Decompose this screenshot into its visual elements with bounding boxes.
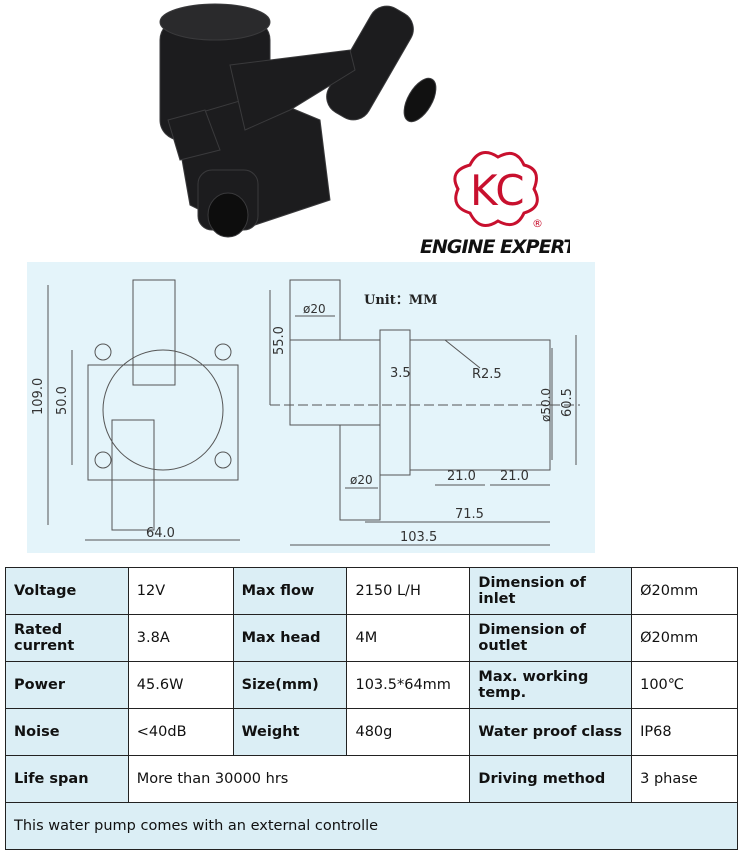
dim-groove-pitch-1: 21.0 (447, 469, 476, 484)
spec-label: Rated current (5, 614, 129, 662)
spec-label: Weight (232, 708, 348, 756)
dim-height-total: 109.0 (31, 378, 46, 415)
spec-label: Dimension of inlet (469, 567, 633, 615)
dim-outlet-to-end: 71.5 (455, 507, 484, 522)
spec-value: <40dB (127, 708, 234, 756)
spec-value: More than 30000 hrs (127, 755, 471, 803)
dim-groove-depth: 3.5 (390, 366, 411, 381)
spec-value: 4M (346, 614, 471, 662)
spec-label: Max head (232, 614, 348, 662)
logo-mark-text: KC (470, 166, 525, 215)
spec-note: This water pump comes with an external c… (5, 802, 738, 850)
spec-label: Max flow (232, 567, 348, 615)
spec-label: Noise (5, 708, 129, 756)
logo-tagline: ENGINE EXPERT (420, 236, 570, 258)
spec-label: Life span (5, 755, 129, 803)
table-row: Power 45.6W Size(mm) 103.5*64mm Max. wor… (5, 661, 738, 709)
dim-outlet-diameter: ø20 (350, 473, 373, 487)
logo-registered: ® (532, 217, 543, 230)
dim-body-diameter: ø50.0 (539, 388, 553, 422)
dim-inlet-height: 55.0 (272, 326, 287, 355)
spec-label: Dimension of outlet (469, 614, 633, 662)
dim-groove-radius: R2.5 (472, 367, 502, 382)
kc-logo: KC ® ENGINE EXPERT (420, 135, 579, 261)
spec-value: 12V (127, 567, 234, 615)
spec-label: Size(mm) (232, 661, 348, 709)
spec-value: 100℃ (631, 661, 738, 709)
table-row: Rated current 3.8A Max head 4M Dimension… (5, 614, 738, 662)
spec-label: Voltage (5, 567, 129, 615)
table-row: This water pump comes with an external c… (5, 802, 738, 850)
table-row: Voltage 12V Max flow 2150 L/H Dimension … (5, 567, 738, 615)
dim-groove-pitch-2: 21.0 (500, 469, 529, 484)
spec-table: Voltage 12V Max flow 2150 L/H Dimension … (5, 567, 738, 850)
pump-photo (159, 3, 437, 238)
spec-value: 103.5*64mm (346, 661, 471, 709)
kc-logo-mark: KC ® ENGINE EXPERT (420, 151, 579, 258)
dim-hole-spacing: 50.0 (55, 386, 70, 415)
spec-label: Power (5, 661, 129, 709)
spec-value: Ø20mm (631, 567, 738, 615)
dim-inlet-diameter: ø20 (303, 302, 326, 316)
dim-total-length: 103.5 (400, 530, 437, 545)
table-row: Noise <40dB Weight 480g Water proof clas… (5, 708, 738, 756)
spec-value: 2150 L/H (346, 567, 471, 615)
spec-label: Water proof class (469, 708, 633, 756)
spec-value: 480g (346, 708, 471, 756)
spec-label: Max. working temp. (469, 661, 633, 709)
spec-value: 3 phase (631, 755, 738, 803)
spec-label: Driving method (469, 755, 633, 803)
technical-drawing: 109.0 50.0 64.0 55.0 ø20 Unit：MM 3.5 R2.… (27, 262, 595, 553)
spec-value: IP68 (631, 708, 738, 756)
dim-flange-height: 60.5 (560, 388, 575, 417)
unit-label: Unit：MM (364, 293, 438, 308)
spec-value: 3.8A (127, 614, 234, 662)
spec-value: Ø20mm (631, 614, 738, 662)
spec-value: 45.6W (127, 661, 234, 709)
dim-width: 64.0 (146, 526, 175, 541)
table-row: Life span More than 30000 hrs Driving me… (5, 755, 738, 803)
